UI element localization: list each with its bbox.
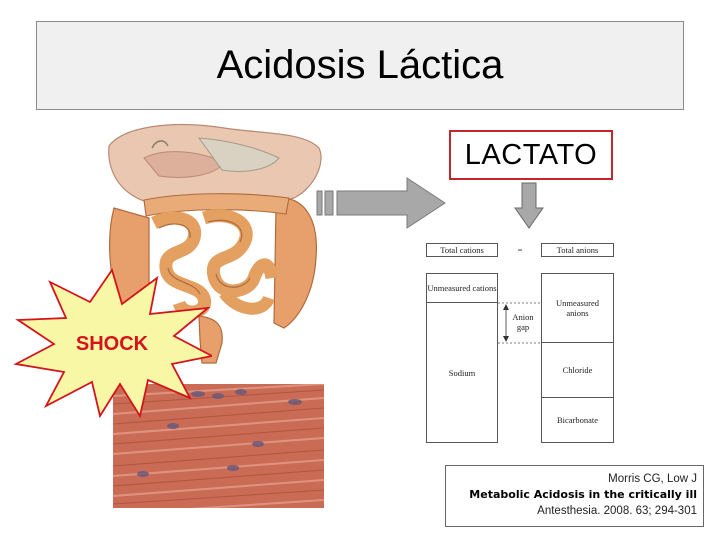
- equals-sign: =: [517, 245, 523, 255]
- lactato-box: LACTATO: [449, 130, 613, 180]
- citation-authors: Morris CG, Low J: [608, 473, 697, 485]
- down-arrow-icon: [514, 182, 544, 229]
- total-anions-header: Total anions: [541, 243, 614, 257]
- shock-label: SHOCK: [75, 333, 149, 355]
- bicarbonate-cell: Bicarbonate: [541, 397, 614, 443]
- chloride-cell: Chloride: [541, 342, 614, 398]
- citation-journal: Antesthesia. 2008. 63; 294-301: [537, 505, 697, 517]
- chloride-label: Chloride: [562, 365, 593, 375]
- unmeasured-anions-label-1: Unmeasured: [556, 298, 599, 308]
- anion-gap-guides: [498, 302, 541, 344]
- right-arrow-icon: [316, 177, 446, 229]
- anion-gap-label: Anion gap: [508, 312, 538, 332]
- bicarbonate-label: Bicarbonate: [556, 415, 599, 425]
- total-anions-label: Total anions: [556, 245, 599, 255]
- shock-starburst-shape: [13, 268, 212, 418]
- sodium-cell: Sodium: [426, 302, 498, 443]
- citation-article: Metabolic Acidosis in the critically ill: [469, 488, 697, 501]
- unmeasured-cations-label: Unmeasured cations: [427, 283, 497, 293]
- anion-gap-diagram: Total cations = Total anions Unmeasured …: [426, 233, 626, 447]
- citation-box: Morris CG, Low J Metabolic Acidosis in t…: [445, 465, 704, 527]
- sodium-label: Sodium: [448, 367, 476, 378]
- slide-title: Acidosis Láctica: [216, 43, 504, 87]
- unmeasured-anions-cell: Unmeasured anions: [541, 273, 614, 343]
- muscle-tissue-image: [113, 384, 324, 508]
- anion-gap-label-2: gap: [516, 322, 530, 332]
- anion-gap-label-1: Anion: [512, 312, 534, 322]
- total-cations-label: Total cations: [440, 245, 484, 255]
- shock-starburst: [13, 268, 212, 418]
- total-cations-header: Total cations: [426, 243, 498, 257]
- unmeasured-anions-label-2: anions: [566, 308, 589, 318]
- lactato-label: LACTATO: [464, 138, 598, 171]
- unmeasured-cations-cell: Unmeasured cations: [426, 273, 498, 303]
- title-box: Acidosis Láctica: [36, 21, 684, 110]
